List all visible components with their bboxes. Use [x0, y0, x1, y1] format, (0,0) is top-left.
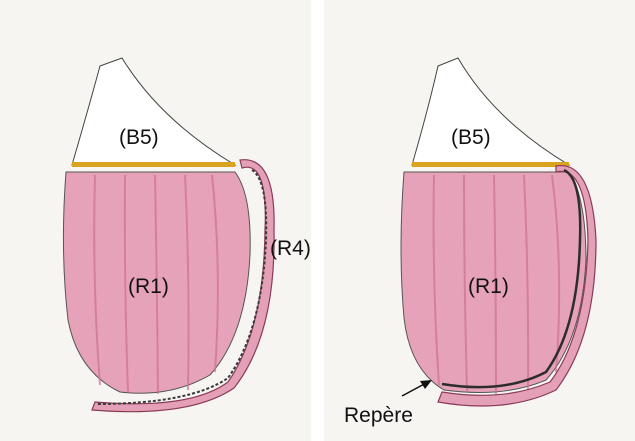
bodice-label: (B5): [119, 127, 159, 148]
bodice-label: (B5): [451, 127, 491, 148]
right-illustration: [324, 0, 635, 441]
panel-left: (B5) (R1) (R4): [0, 0, 311, 441]
marker-label: Repère: [344, 405, 413, 426]
skirt-label: (R1): [468, 276, 509, 297]
panel-right: (B5) (R1) Repère: [324, 0, 635, 441]
ruffle-label: (R4): [270, 238, 311, 259]
waist-band: [72, 162, 235, 167]
left-illustration: [0, 0, 311, 441]
waist-band: [412, 162, 569, 167]
skirt-label: (R1): [128, 276, 169, 297]
